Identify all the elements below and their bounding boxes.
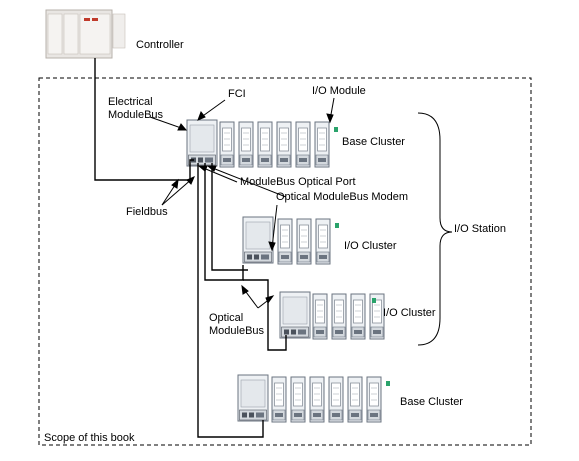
io-station-label: I/O Station <box>454 223 506 235</box>
fieldbus-label: Fieldbus <box>126 206 168 218</box>
optical-modulebus-modem-label: Optical ModuleBus Modem <box>276 191 409 203</box>
modulebus-optical-port-label: ModuleBus Optical Port <box>240 176 356 188</box>
io-cluster-1-label: I/O Cluster <box>344 240 397 252</box>
io-station-brace <box>417 112 453 346</box>
io-cluster-2-label: I/O Cluster <box>383 307 436 319</box>
optical-modulebus-label-line1: Optical <box>209 312 244 324</box>
base-cluster-top-label: Base Cluster <box>342 136 405 148</box>
base-cluster-bottom-label: Base Cluster <box>400 396 463 408</box>
io-cluster-2 <box>279 291 385 340</box>
optical-modulebus-wires <box>197 163 287 438</box>
base-cluster-top <box>186 119 338 168</box>
io-module-label: I/O Module <box>312 85 366 97</box>
annotation-arrows <box>149 97 335 309</box>
scope-boundary <box>38 77 532 446</box>
electrical-modulebus-label-line2: ModuleBus <box>108 109 164 121</box>
controller-label: Controller <box>136 39 184 51</box>
electrical-modulebus-label-line1: Electrical <box>108 96 153 108</box>
base-cluster-bottom <box>237 374 390 423</box>
io-cluster-1 <box>242 216 339 265</box>
optical-modulebus-label-line2: ModuleBus <box>209 325 265 337</box>
controller-device <box>45 9 126 59</box>
scope-label: Scope of this book <box>44 432 135 444</box>
fci-label: FCI <box>228 88 246 100</box>
